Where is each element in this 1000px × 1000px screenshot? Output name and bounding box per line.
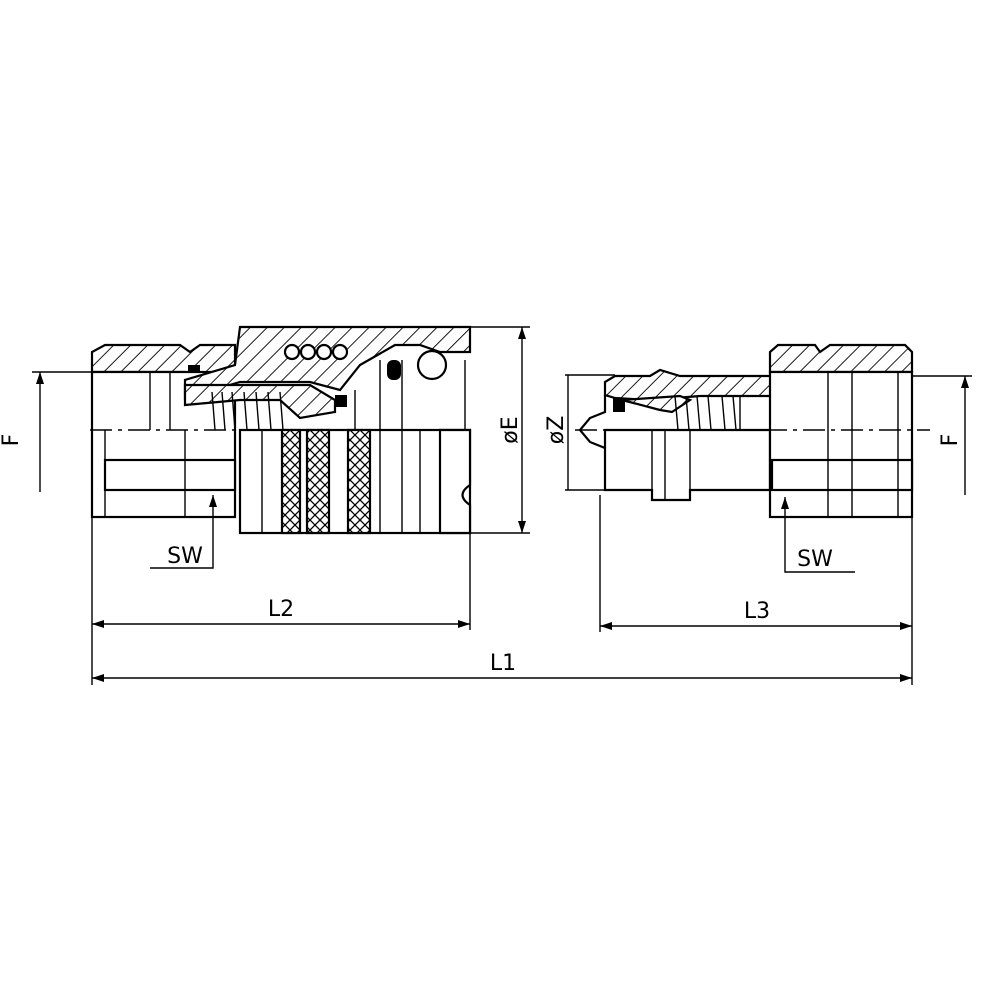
f-right-label: F <box>938 434 963 447</box>
l1-label: L1 <box>490 651 516 676</box>
l3-label: L3 <box>744 599 770 624</box>
f-left-label: F <box>0 434 24 447</box>
plug-nut <box>768 343 914 519</box>
coupler-socket <box>90 325 472 535</box>
sw-right-label: SW <box>797 547 833 572</box>
l2-label: L2 <box>268 597 294 622</box>
coupler-balls <box>283 343 448 381</box>
plug-nipple <box>578 343 914 519</box>
coupler-spring <box>211 391 284 431</box>
coupler-seals <box>188 360 401 407</box>
dimension-lines <box>32 326 972 685</box>
dia-e-label: øE <box>498 416 523 443</box>
sw-left-label: SW <box>167 544 203 569</box>
dia-z-label: øZ <box>544 416 569 445</box>
